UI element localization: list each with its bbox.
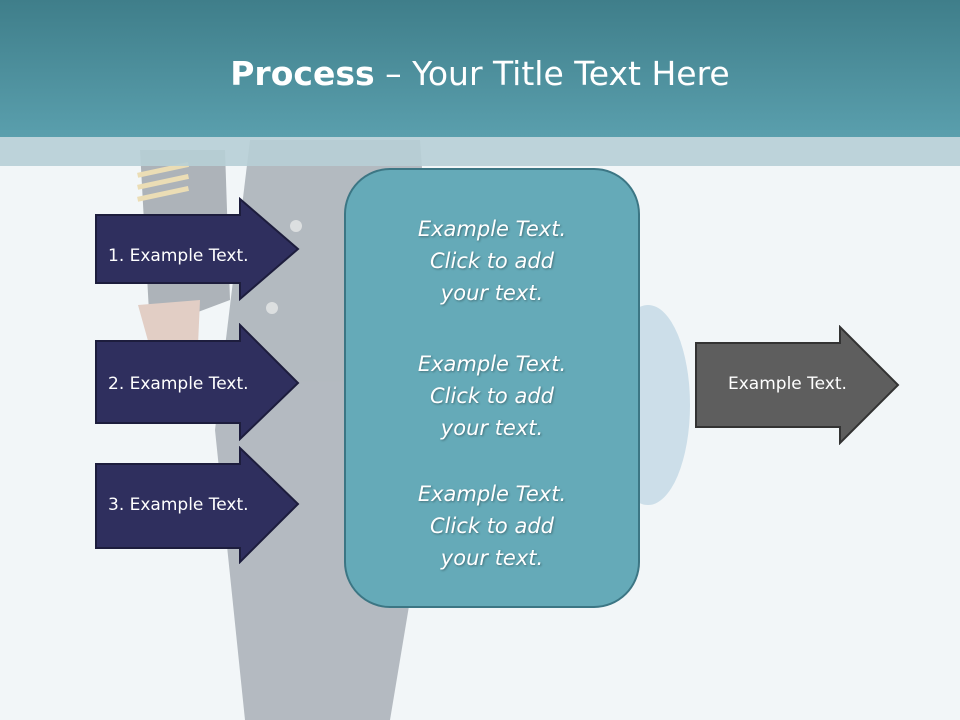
- center-text-3[interactable]: Example Text. Click to add your text.: [417, 482, 567, 570]
- uniform-button: [290, 220, 302, 232]
- uniform-button: [266, 302, 278, 314]
- step-label-3: 3. Example Text.: [108, 495, 249, 515]
- slide-title: Process – Your Title Text Here: [0, 52, 960, 96]
- figure-hand: [138, 300, 200, 348]
- header-bar: [0, 0, 960, 137]
- title-rest: – Your Title Text Here: [374, 54, 730, 93]
- center-text-2[interactable]: Example Text. Click to add your text.: [417, 352, 567, 440]
- center-text-box: [344, 168, 640, 608]
- output-arrow: [695, 325, 900, 445]
- step-arrow-1: [95, 197, 300, 301]
- step-arrow-2: [95, 323, 300, 441]
- center-text-1[interactable]: Example Text. Click to add your text.: [417, 217, 567, 305]
- step-label-2: 2. Example Text.: [108, 374, 249, 394]
- header-strip: [0, 137, 960, 166]
- step-label-1: 1. Example Text.: [108, 246, 249, 266]
- title-bold: Process: [230, 54, 375, 93]
- step-arrow-3: [95, 446, 300, 564]
- output-label: Example Text.: [728, 374, 847, 394]
